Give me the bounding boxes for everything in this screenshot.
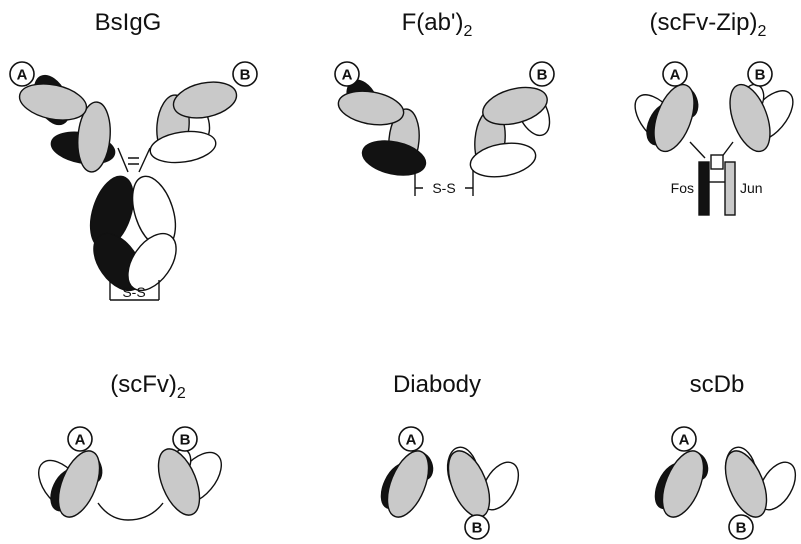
panel-scfv-zip2: (scFv-Zip)2 Fos Jun A B	[626, 9, 801, 215]
scdb-site-a-label: A	[679, 432, 690, 449]
bsigg-disulfide-label: S-S	[122, 284, 145, 300]
diabody-site-a-label: A	[406, 432, 417, 449]
panel-scfv2: (scFv)2 A B	[30, 371, 231, 523]
scfv-zip2-fos-helix	[699, 162, 709, 215]
scfv2-title: (scFv)2	[110, 371, 186, 402]
bsigg-hinge-disulfide	[128, 158, 139, 164]
scfv2-peptide-linker	[98, 503, 163, 520]
panel-fab2: F(ab')2 S-S A B	[335, 9, 556, 196]
fab2-title: F(ab')2	[402, 9, 473, 40]
panel-bsigg: BsIgG S-S A B	[10, 9, 257, 300]
scfv-zip2-hinge-block	[711, 155, 723, 169]
scfv2-site-b-label: B	[180, 432, 191, 449]
fab2-site-a-label: A	[342, 67, 353, 84]
scfv-zip2-jun-label: Jun	[740, 180, 763, 196]
scfv-zip2-site-a-label: A	[670, 67, 681, 84]
panel-diabody: Diabody A B	[375, 371, 526, 539]
bsigg-title: BsIgG	[95, 9, 162, 36]
fab2-site-b-label: B	[537, 67, 548, 84]
scfv2-site-a-label: A	[75, 432, 86, 449]
scfv-zip2-jun-helix	[725, 162, 735, 215]
scfv-zip2-fos-label: Fos	[671, 180, 694, 196]
bsigg-site-b-label: B	[240, 67, 251, 84]
scdb-title: scDb	[690, 371, 745, 398]
scfv-zip2-title: (scFv-Zip)2	[650, 9, 767, 40]
scdb-site-b-label: B	[736, 520, 747, 537]
bsigg-hinge	[118, 148, 150, 172]
diabody-site-b-label: B	[472, 520, 483, 537]
bsigg-site-a-label: A	[17, 67, 28, 84]
diabody-title: Diabody	[393, 371, 481, 398]
scfv-zip2-site-b-label: B	[755, 67, 766, 84]
panel-scdb: scDb A B	[649, 371, 801, 539]
fab2-disulfide-label: S-S	[432, 180, 455, 196]
